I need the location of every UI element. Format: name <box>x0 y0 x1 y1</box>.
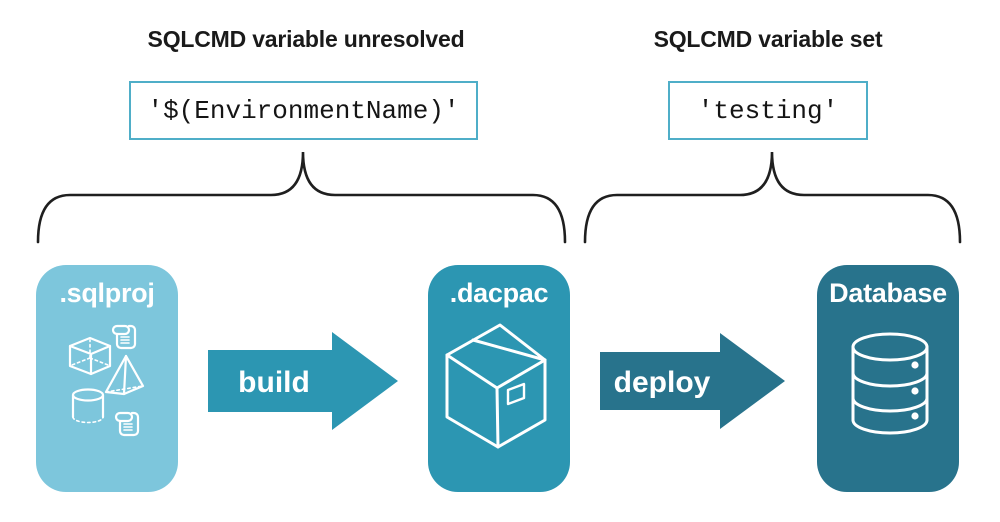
code-value-unresolved: '$(EnvironmentName)' <box>147 95 460 126</box>
deploy-arrow: deploy <box>600 333 785 429</box>
stage-card-dacpac: .dacpac <box>428 265 570 492</box>
arrow-shape <box>208 332 398 430</box>
package-box-icon <box>445 323 547 449</box>
heading-variable-set: SQLCMD variable set <box>653 26 883 52</box>
sql-project-objects-icon <box>68 324 145 437</box>
build-arrow: build <box>208 332 398 430</box>
stage-label-sqlproj: .sqlproj <box>59 278 155 308</box>
brace-right-icon <box>583 151 962 244</box>
arrow-shape <box>600 333 785 429</box>
code-value-set: 'testing' <box>697 95 839 126</box>
deploy-arrow-label: deploy <box>614 366 711 399</box>
brace-left-icon <box>36 151 567 244</box>
code-box-set: 'testing' <box>668 81 868 140</box>
build-arrow-label: build <box>238 366 310 399</box>
stage-label-dacpac: .dacpac <box>449 278 549 308</box>
heading-variable-unresolved: SQLCMD variable unresolved <box>147 26 465 52</box>
cylinder-icon <box>71 388 105 424</box>
stage-card-database: Database <box>817 265 959 492</box>
stage-card-sqlproj: .sqlproj <box>36 265 178 492</box>
database-cylinder-icon <box>851 332 929 435</box>
stage-label-database: Database <box>829 278 947 308</box>
script-scroll-icon <box>111 324 137 350</box>
code-box-unresolved: '$(EnvironmentName)' <box>129 81 478 140</box>
script-scroll-icon <box>114 411 140 437</box>
cube-icon <box>68 336 112 376</box>
pyramid-icon <box>104 354 145 396</box>
